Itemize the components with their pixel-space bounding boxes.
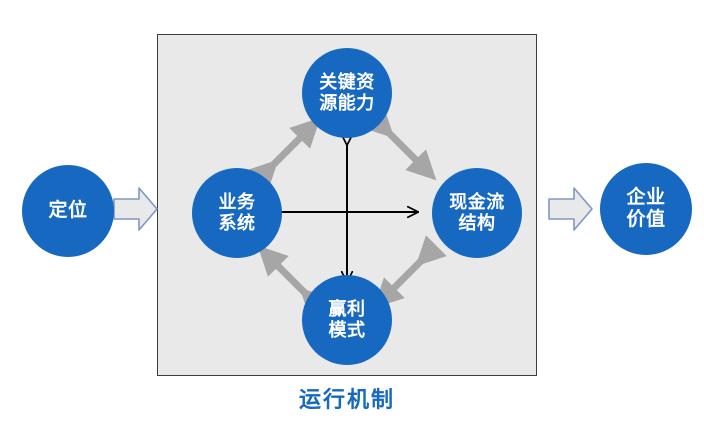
mechanism-caption: 运行机制 <box>298 387 395 412</box>
node-profit-model[interactable]: 赢利 模式 <box>302 275 392 365</box>
node-cashflow-structure-line2: 结构 <box>458 213 496 233</box>
block-arrow-in-icon <box>113 187 158 231</box>
node-enterprise-value-line2: 价值 <box>626 209 666 230</box>
node-key-resource-line1: 关键资 <box>319 71 375 92</box>
block-arrow-out-icon <box>548 187 593 231</box>
node-business-system-line1: 业务 <box>218 191 256 212</box>
node-key-resource[interactable]: 关键资 源能力 <box>302 48 392 138</box>
node-enterprise-value-line1: 企业 <box>626 186 666 208</box>
node-profit-model-line1: 赢利 <box>328 298 366 319</box>
node-cashflow-structure[interactable]: 现金流 结构 <box>432 168 522 258</box>
node-cashflow-structure-line1: 现金流 <box>449 191 505 212</box>
node-profit-model-line2: 模式 <box>328 320 366 340</box>
node-enterprise-value[interactable]: 企业 价值 <box>600 163 692 255</box>
node-positioning[interactable]: 定位 <box>22 165 114 257</box>
node-key-resource-line2: 源能力 <box>319 93 375 113</box>
node-positioning-line1: 定位 <box>48 199 88 221</box>
node-business-system[interactable]: 业务 系统 <box>192 168 282 258</box>
node-business-system-line2: 系统 <box>218 213 256 233</box>
